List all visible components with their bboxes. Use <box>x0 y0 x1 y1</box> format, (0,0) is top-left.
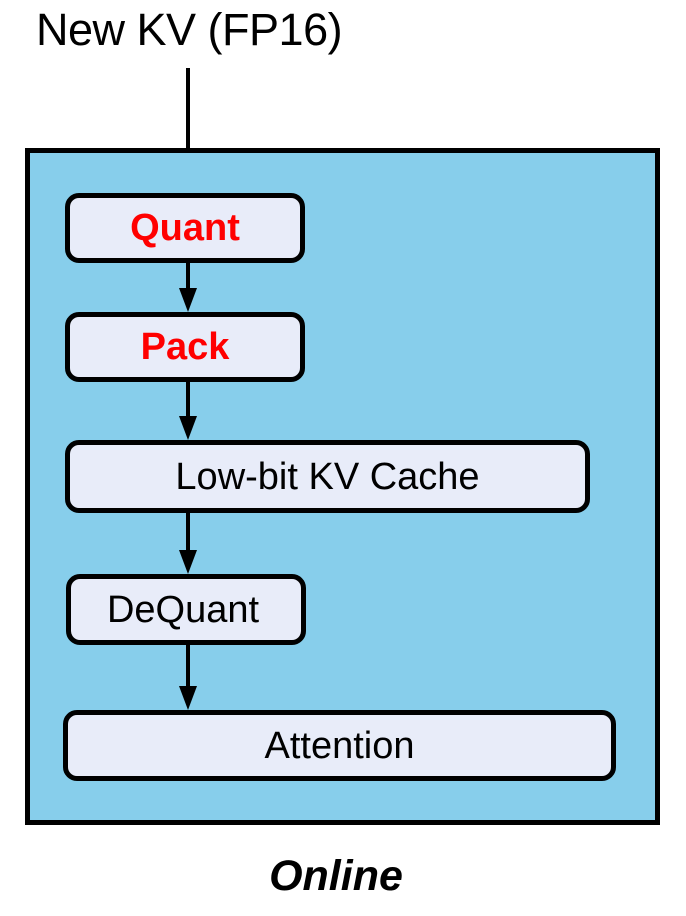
arrow-shaft <box>186 382 190 416</box>
arrow-shaft <box>186 645 190 686</box>
process-box-label: Pack <box>140 326 230 368</box>
arrow-pack-to-cache <box>179 382 197 440</box>
arrow-dequant-to-attention <box>179 645 197 710</box>
process-box-attention[interactable]: Attention <box>63 710 616 781</box>
process-box-quant[interactable]: Quant <box>65 193 305 263</box>
arrow-shaft <box>186 513 190 550</box>
stage-caption: Online <box>269 852 403 900</box>
process-box-low-bit-kv-cache[interactable]: Low-bit KV Cache <box>65 440 590 513</box>
arrow-shaft <box>186 263 190 288</box>
arrow-shaft <box>186 68 190 166</box>
process-box-dequant[interactable]: DeQuant <box>66 574 306 645</box>
process-box-label: Attention <box>264 724 415 767</box>
process-box-label: DeQuant <box>106 588 260 631</box>
input-label: New KV (FP16) <box>36 4 343 55</box>
arrow-cache-to-dequant <box>179 513 197 574</box>
process-box-label: Low-bit KV Cache <box>175 455 480 498</box>
arrow-quant-to-pack <box>179 263 197 312</box>
process-box-pack[interactable]: Pack <box>65 312 305 382</box>
arrow-head-icon <box>179 686 197 710</box>
arrow-head-icon <box>179 416 197 440</box>
arrow-head-icon <box>179 550 197 574</box>
process-box-label: Quant <box>130 207 240 249</box>
arrow-head-icon <box>179 288 197 312</box>
